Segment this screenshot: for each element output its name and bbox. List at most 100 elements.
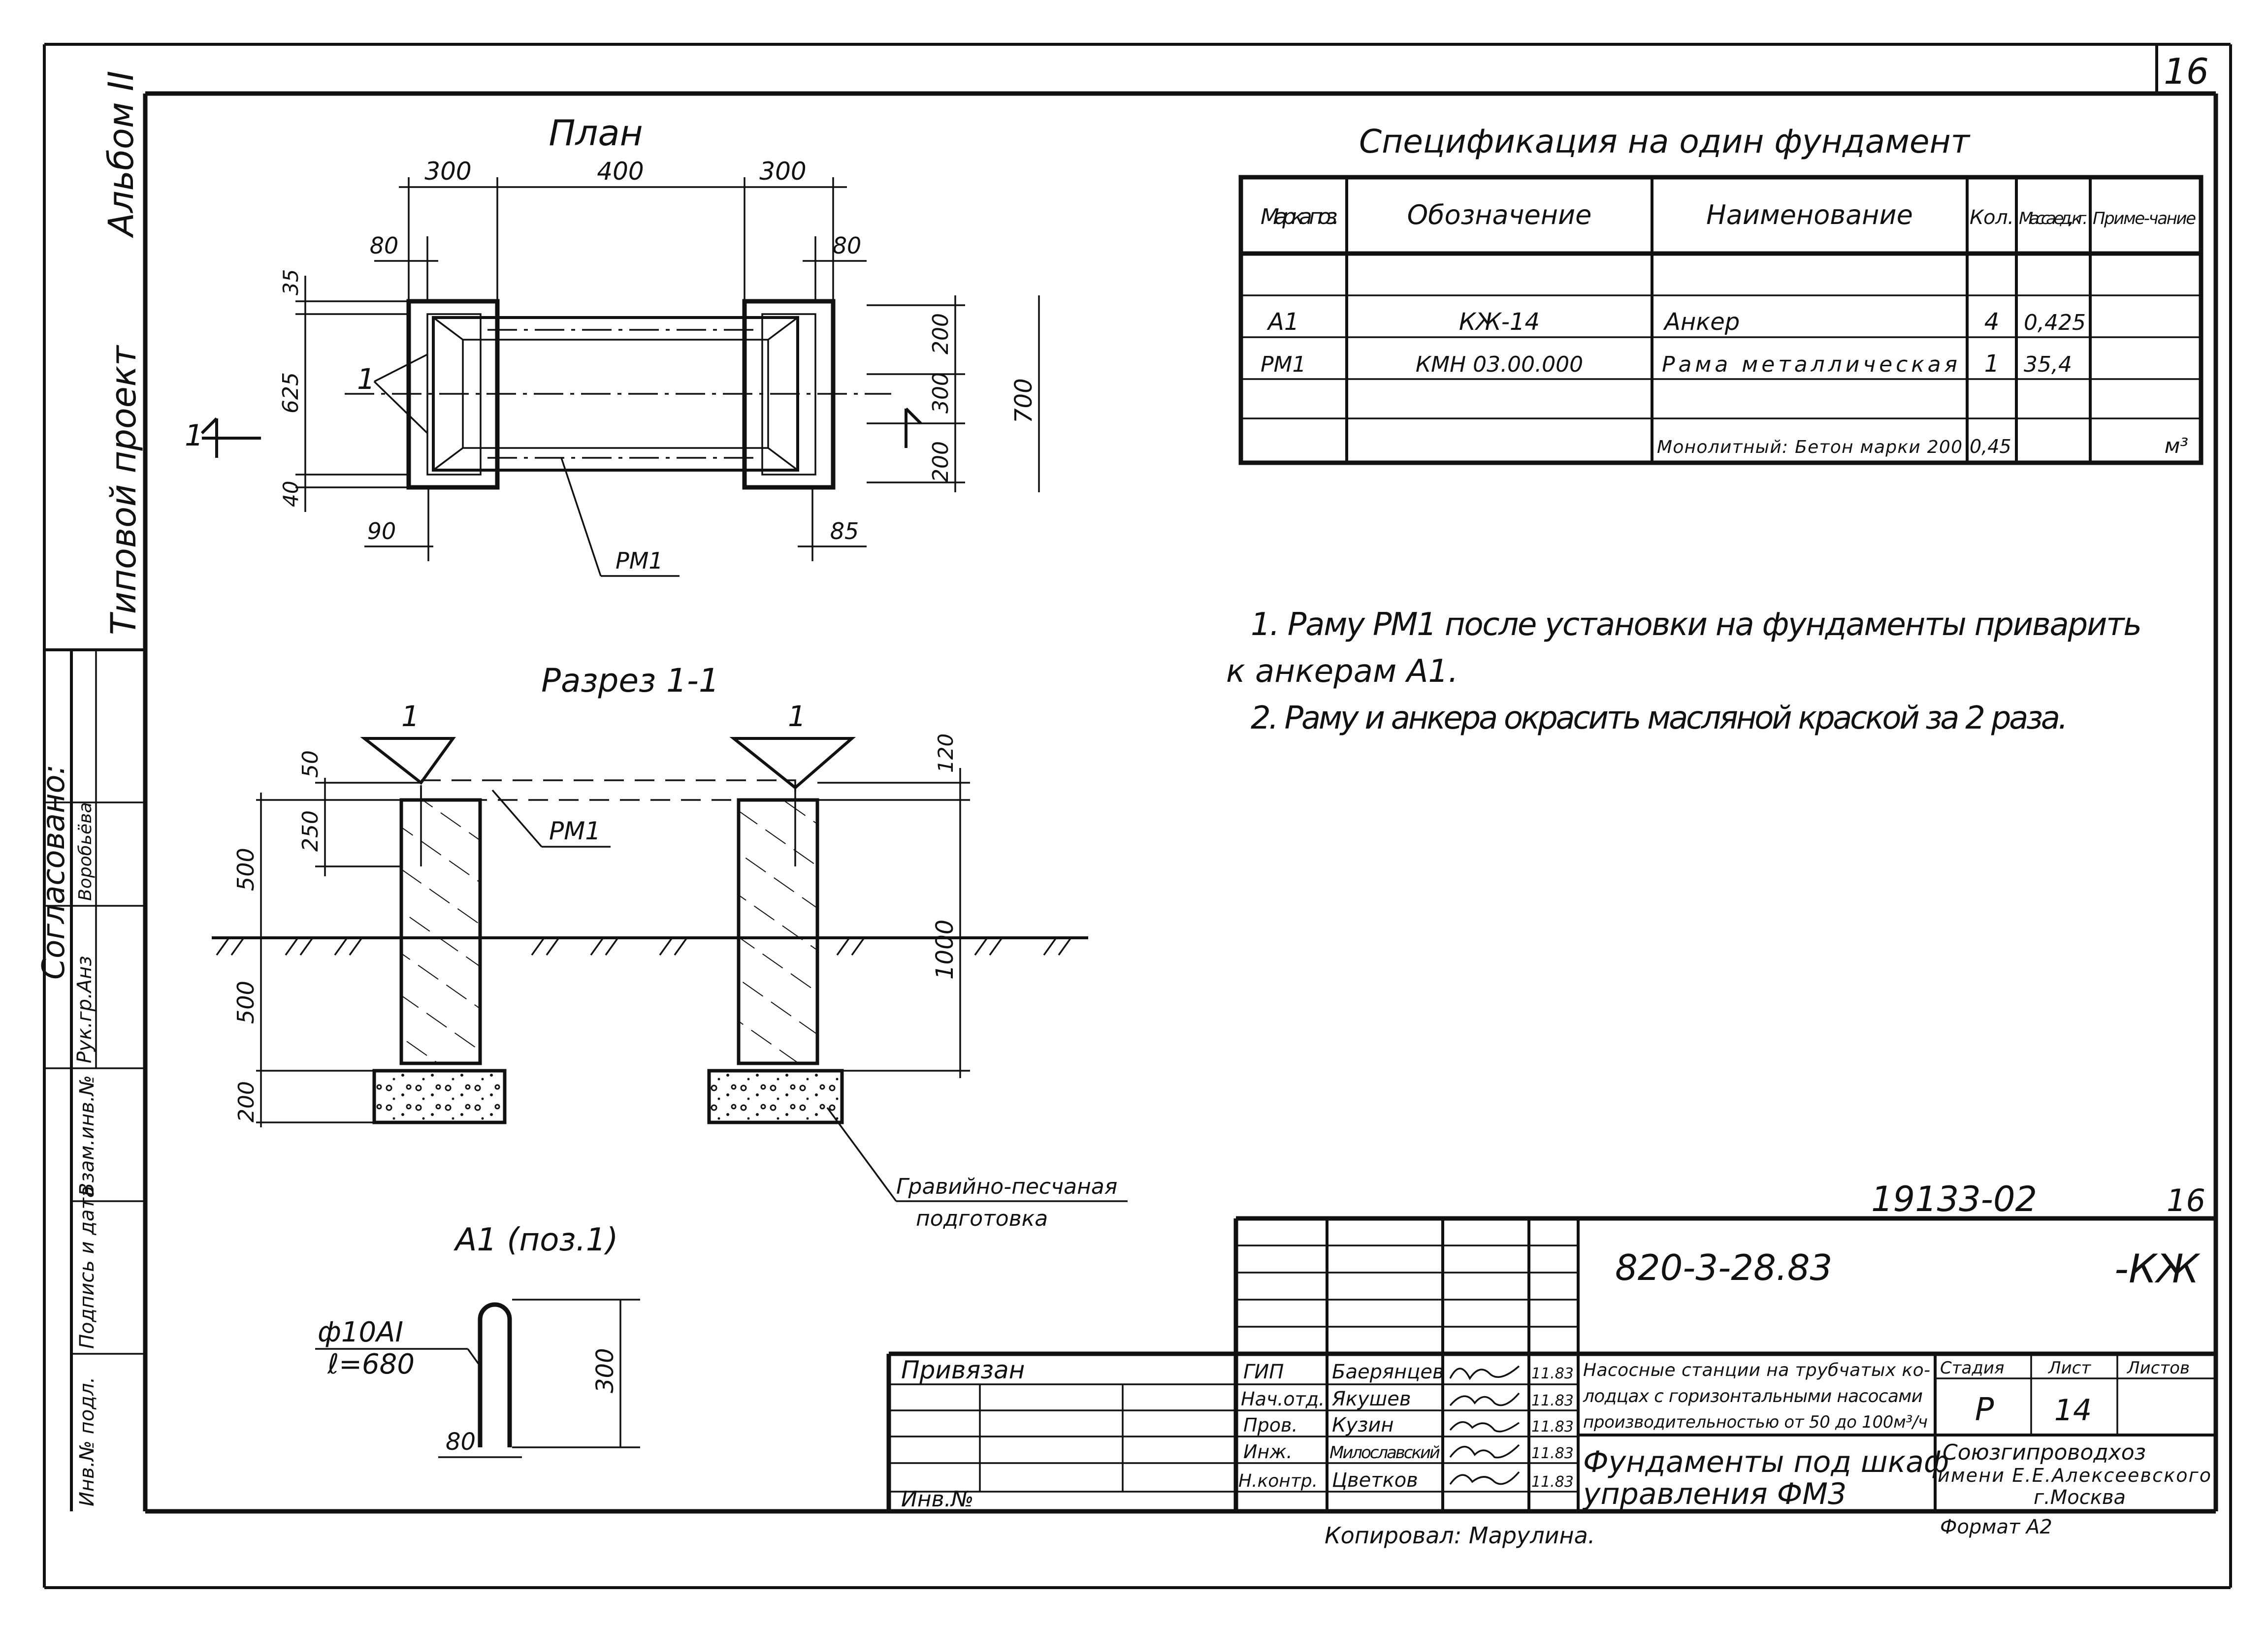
gravel-label-1: Гравийно-песчаная xyxy=(896,1174,1117,1199)
sheet-value: 14 xyxy=(2054,1393,2092,1428)
plan-section-mark-left: 1 xyxy=(185,418,203,453)
role-3: Пров. xyxy=(1243,1414,1297,1436)
anchor-dim-300: 300 xyxy=(591,1348,619,1393)
name-2: Якушев xyxy=(1331,1388,1411,1410)
name-5: Цветков xyxy=(1332,1469,1418,1492)
signature-5 xyxy=(1449,1471,1520,1485)
spec-row2-qty: 1 xyxy=(1984,350,2000,378)
anchor-title: А1 (поз.1) xyxy=(454,1222,618,1258)
plan-dim-300-mid: 300 xyxy=(928,372,953,414)
project-desc-1: Насосные станции на трубчатых ко- xyxy=(1583,1360,1930,1380)
note-line-2: к анкерам А1. xyxy=(1226,653,1458,690)
spec-header-note: Приме-чание xyxy=(2093,209,2196,228)
notes-block: 1. Раму РМ1 после установки на фундамент… xyxy=(1226,607,2142,736)
title-code: 820-3-28.83 xyxy=(1615,1247,1832,1288)
plan-dim-35: 35 xyxy=(279,269,303,295)
side-project-label: Типовой проект xyxy=(103,345,144,635)
section-callout-right: 1 xyxy=(788,700,806,733)
date-3: 11.83 xyxy=(1531,1418,1574,1436)
spec-row2-name: Рама металлическая xyxy=(1662,352,1957,377)
section-dim-1000: 1000 xyxy=(931,920,959,980)
stage-label: Стадия xyxy=(1940,1358,2004,1378)
spec-row2-designation: КМН 03.00.000 xyxy=(1416,352,1583,377)
name-4: Милославский xyxy=(1329,1443,1440,1463)
spec-header-mark: Марка поз. xyxy=(1261,204,1339,229)
plan-dim-300-left: 300 xyxy=(424,157,471,186)
org-1: Союзгипроводхоз xyxy=(1943,1440,2146,1465)
date-5: 11.83 xyxy=(1531,1473,1574,1491)
title-mark: -КЖ xyxy=(2114,1246,2201,1292)
anchor-dim-80: 80 xyxy=(446,1428,476,1456)
format-label: Формат А2 xyxy=(1940,1516,2052,1538)
spec-header-name: Наименование xyxy=(1706,199,1913,230)
left-side-panel: Альбом II Типовой проект Согласовано: Ру… xyxy=(35,71,145,1511)
section-callout-left: 1 xyxy=(401,700,420,733)
date-2: 11.83 xyxy=(1531,1392,1574,1409)
spec-row4-name: Монолитный: Бетон марки 200 xyxy=(1657,437,1962,457)
plan-title: План xyxy=(549,112,643,154)
plan-dim-300-right: 300 xyxy=(759,157,806,186)
spec-row1-designation: КЖ-14 xyxy=(1459,308,1540,336)
section-dim-500-top: 500 xyxy=(232,848,259,891)
title-sheet-top: 16 xyxy=(2167,1182,2205,1218)
section-dim-50: 50 xyxy=(298,750,323,778)
plan-dim-700: 700 xyxy=(1010,378,1037,423)
title-block: 19133-02 16 820-3-28.83 -КЖ Прив xyxy=(886,1179,2216,1549)
signature-3 xyxy=(1449,1421,1520,1433)
plan-dim-200-top: 200 xyxy=(928,313,953,354)
spec-table: Спецификация на один фундамент Марка поз… xyxy=(1238,123,2203,465)
project-desc-3: производительностью от 50 до 100м³/ч xyxy=(1583,1412,1928,1432)
project-desc-2: лодцах с горизонтальными насосами xyxy=(1583,1386,1923,1406)
copied-by: Копировал: Марулина. xyxy=(1325,1522,1595,1549)
org-3: г.Москва xyxy=(2034,1486,2126,1509)
plan-rm1-label: РМ1 xyxy=(616,547,663,574)
spec-row1-mark: А1 xyxy=(1266,308,1299,336)
drawing-title-2: управления ФМ3 xyxy=(1582,1477,1847,1511)
note-line-1: 1. Раму РМ1 после установки на фундамент… xyxy=(1251,607,2142,643)
plan-dim-400: 400 xyxy=(597,157,644,186)
plan-dim-625: 625 xyxy=(278,372,303,414)
spec-row2-mark: РМ1 xyxy=(1261,352,1306,377)
side-agreed-label: Согласовано: xyxy=(35,765,71,980)
spec-row1-qty: 4 xyxy=(1984,308,2000,336)
section-dim-120: 120 xyxy=(934,734,958,773)
side-album-label: Альбом II xyxy=(101,71,141,238)
role-4: Инж. xyxy=(1243,1441,1293,1463)
spec-row2-mass: 35,4 xyxy=(2024,352,2072,377)
sheets-label: Листов xyxy=(2126,1358,2190,1378)
org-2: имени Е.Е.Алексеевского xyxy=(1938,1465,2211,1486)
doc-number: 19133-02 xyxy=(1871,1179,2037,1219)
anchor-bar-label: ф10АI xyxy=(318,1316,403,1348)
name-3: Кузин xyxy=(1332,1414,1394,1436)
section-view: Разрез 1-1 1 1 РМ1 xyxy=(212,662,1128,1231)
plan-dim-200-bottom: 200 xyxy=(928,441,953,482)
spec-row1-name: Анкер xyxy=(1663,308,1740,336)
section-dim-250: 250 xyxy=(298,810,323,852)
name-1: Баерянцев xyxy=(1332,1361,1444,1383)
spec-row4-note: м³ xyxy=(2165,434,2189,458)
inv-label: Инв.№ xyxy=(901,1487,973,1512)
signature-4 xyxy=(1449,1444,1520,1459)
sheet-number: 16 xyxy=(2164,51,2209,92)
note-line-3: 2. Раму и анкера окрасить масляной краск… xyxy=(1251,700,2068,736)
section-title: Разрез 1-1 xyxy=(541,662,719,700)
plan-dim-80-right: 80 xyxy=(833,232,862,259)
gravel-label-2: подготовка xyxy=(916,1206,1048,1231)
plan-view: План 300 400 300 80 80 xyxy=(185,112,1040,577)
plan-callout-1: 1 xyxy=(357,362,375,396)
date-4: 11.83 xyxy=(1531,1445,1574,1462)
section-dim-200: 200 xyxy=(234,1081,259,1122)
spec-header-designation: Обозначение xyxy=(1407,199,1592,230)
side-head-signature: Воробьёва xyxy=(75,802,96,901)
stage-value: Р xyxy=(1975,1392,1994,1428)
side-head-label: Рук.гр.Анз xyxy=(73,956,96,1063)
side-stamp-sign: Подпись и дата xyxy=(76,1186,98,1349)
spec-title: Спецификация на один фундамент xyxy=(1359,123,1971,160)
signature-2 xyxy=(1449,1392,1520,1406)
plan-dim-80-left: 80 xyxy=(370,232,399,259)
spec-row1-mass: 0,425 xyxy=(2024,310,2086,335)
anchor-detail: А1 (поз.1) ф10АI ℓ=680 300 80 xyxy=(315,1222,640,1458)
anchor-length-label: ℓ=680 xyxy=(327,1348,415,1380)
plan-dim-85: 85 xyxy=(830,518,859,544)
